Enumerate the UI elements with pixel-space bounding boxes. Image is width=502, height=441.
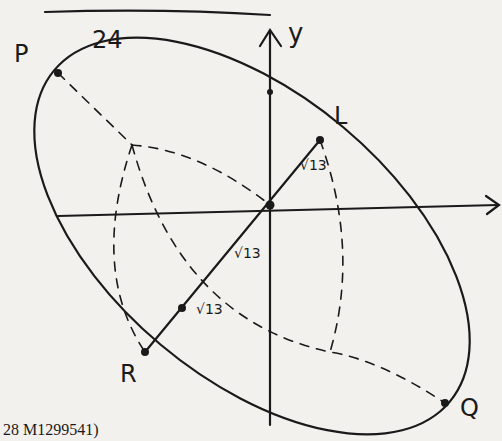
dashed-curve (132, 145, 445, 403)
point-label: P (14, 42, 28, 66)
point (441, 399, 449, 407)
x-arrowhead (486, 196, 499, 214)
dashed-curve (114, 145, 145, 352)
dimension-label: 24 (92, 28, 123, 52)
length-label: √13 (300, 158, 327, 172)
point (141, 348, 149, 356)
point (266, 201, 275, 210)
point (316, 136, 324, 144)
minor-axis-line (145, 140, 320, 352)
length-label: √13 (234, 246, 261, 260)
point (267, 89, 273, 95)
point-label: Q (460, 396, 479, 420)
y-arrowhead (260, 30, 281, 46)
point-label: L (334, 104, 347, 128)
dashed-line (58, 73, 132, 145)
dashed-line (132, 145, 270, 205)
point-label: R (120, 362, 137, 386)
point (54, 69, 62, 77)
x-axis (58, 205, 498, 216)
axis-label: y (288, 20, 303, 46)
point (178, 304, 186, 312)
reference-code: 28 M1299541) (3, 422, 99, 438)
length-label: √13 (196, 302, 223, 316)
overline (45, 11, 270, 15)
